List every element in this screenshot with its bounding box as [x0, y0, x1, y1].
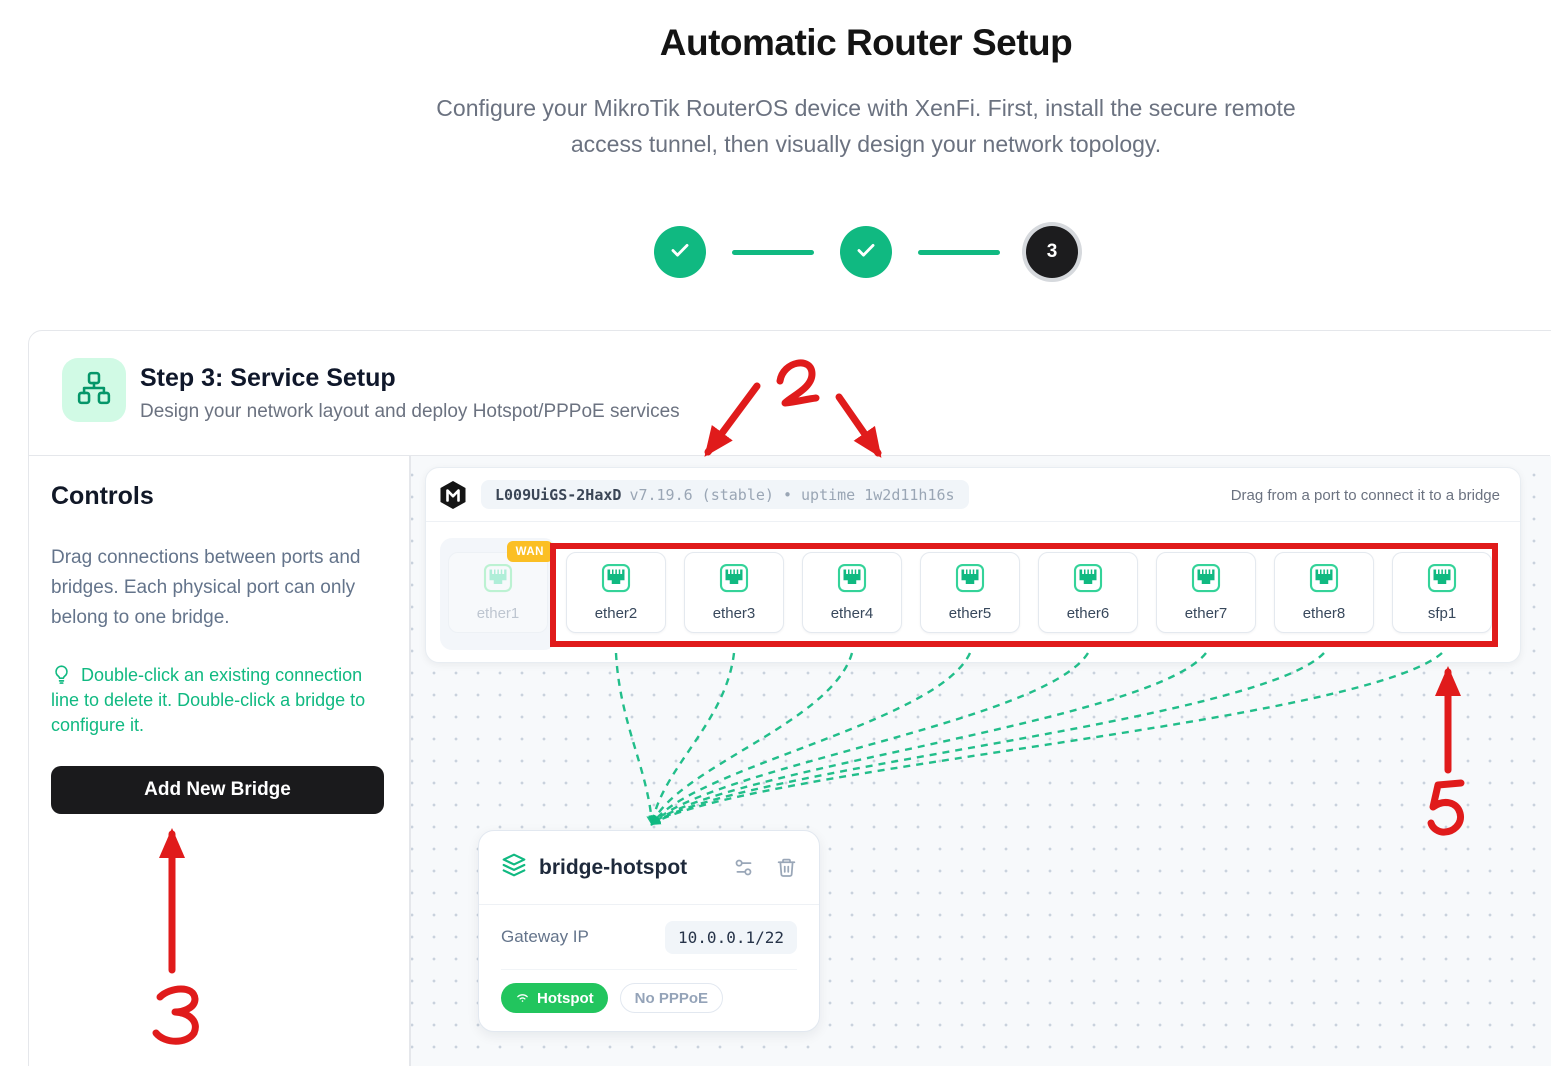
gateway-ip-label: Gateway IP: [501, 927, 589, 946]
page-subtitle-line2: access tunnel, then visually design your…: [570, 131, 1162, 157]
port-card-ether2[interactable]: ether2: [566, 552, 666, 633]
router-model: L009UiGS-2HaxD: [495, 485, 622, 504]
port-label: ether1: [476, 605, 520, 622]
ethernet-port-icon: [601, 563, 631, 598]
lightbulb-icon: [51, 665, 81, 685]
bridge-node-card[interactable]: bridge-hotspot Gateway IP 10.0.0.1/22: [478, 830, 820, 1032]
ethernet-port-icon: [1073, 563, 1103, 598]
port-label: ether7: [1184, 605, 1228, 622]
port-label: ether8: [1302, 605, 1346, 622]
controls-description: Drag connections between ports and bridg…: [51, 547, 361, 628]
wan-badge: WAN: [506, 541, 553, 562]
router-meta: v7.19.6 (stable) • uptime 1w2d11h16s: [629, 485, 955, 504]
step-card-title: Step 3: Service Setup: [140, 364, 396, 392]
ethernet-port-icon: [483, 563, 513, 598]
router-info-badge: L009UiGS-2HaxD v7.19.6 (stable) • uptime…: [481, 480, 969, 509]
step-connector-line: [918, 249, 1000, 255]
port-label: sfp1: [1427, 605, 1457, 622]
gateway-row: Gateway IP 10.0.0.1/22: [479, 905, 819, 969]
port-card-ether3[interactable]: ether3: [684, 552, 784, 633]
port-label: ether3: [712, 605, 756, 622]
port-label: ether6: [1066, 605, 1110, 622]
bridge-settings-button[interactable]: [733, 857, 754, 878]
setup-stepper: 3: [0, 226, 1551, 278]
port-label: ether5: [948, 605, 992, 622]
port-label: ether4: [830, 605, 874, 622]
step-card-subtitle: Design your network layout and deploy Ho…: [140, 401, 680, 422]
hotspot-badge-label: Hotspot: [537, 989, 594, 1007]
drag-hint: Drag from a port to connect it to a brid…: [1230, 487, 1500, 504]
port-card-ether5[interactable]: ether5: [920, 552, 1020, 633]
wan-port-group: ether1 WAN: [440, 538, 556, 650]
page-title: Automatic Router Setup: [659, 22, 1073, 63]
gateway-ip-value: 10.0.0.1/22: [665, 920, 797, 954]
ethernet-port-icon: [1427, 563, 1457, 598]
controls-heading: Controls: [51, 482, 154, 510]
step-3-current[interactable]: 3: [1026, 226, 1078, 278]
bridge-delete-button[interactable]: [776, 857, 797, 878]
router-card-divider: [426, 521, 1520, 522]
ethernet-port-icon: [837, 563, 867, 598]
step-connector-line: [732, 249, 814, 255]
port-card-ether1: ether1: [448, 552, 548, 633]
bridge-badges-row: Hotspot No PPPoE: [501, 969, 797, 1013]
service-setup-icon-box: [62, 358, 126, 422]
bridge-name: bridge-hotspot: [539, 855, 688, 879]
controls-tip-text: Double-click an existing connection line…: [51, 665, 366, 735]
port-card-ether8[interactable]: ether8: [1274, 552, 1374, 633]
ethernet-port-icon: [719, 563, 749, 598]
network-icon: [77, 371, 111, 410]
step-2-complete[interactable]: [840, 226, 892, 278]
step-3-label: 3: [1046, 241, 1058, 262]
controls-tip: Double-click an existing connection line…: [51, 663, 384, 738]
mikrotik-logo-icon: [438, 480, 468, 515]
page-subtitle: Configure your MikroTik RouterOS device …: [376, 90, 1356, 162]
wifi-icon: [515, 989, 530, 1008]
bridge-header: bridge-hotspot: [479, 831, 819, 905]
layers-icon: [501, 852, 527, 883]
check-icon: [667, 237, 693, 268]
port-card-ether4[interactable]: ether4: [802, 552, 902, 633]
port-card-ether6[interactable]: ether6: [1038, 552, 1138, 633]
hotspot-status-badge: Hotspot: [501, 983, 608, 1013]
ethernet-port-icon: [1191, 563, 1221, 598]
add-new-bridge-button[interactable]: Add New Bridge: [51, 766, 384, 814]
page-subtitle-line1: Configure your MikroTik RouterOS device …: [436, 95, 1296, 121]
ethernet-port-icon: [1309, 563, 1339, 598]
check-icon: [853, 237, 879, 268]
step-1-complete[interactable]: [654, 226, 706, 278]
port-card-ether7[interactable]: ether7: [1156, 552, 1256, 633]
controls-panel: Controls Drag connections between ports …: [29, 456, 410, 1066]
pppoe-status-badge: No PPPoE: [619, 983, 724, 1013]
ethernet-port-icon: [955, 563, 985, 598]
port-label: ether2: [594, 605, 638, 622]
header-divider: [29, 455, 1550, 456]
port-card-sfp1[interactable]: sfp1: [1392, 552, 1492, 633]
